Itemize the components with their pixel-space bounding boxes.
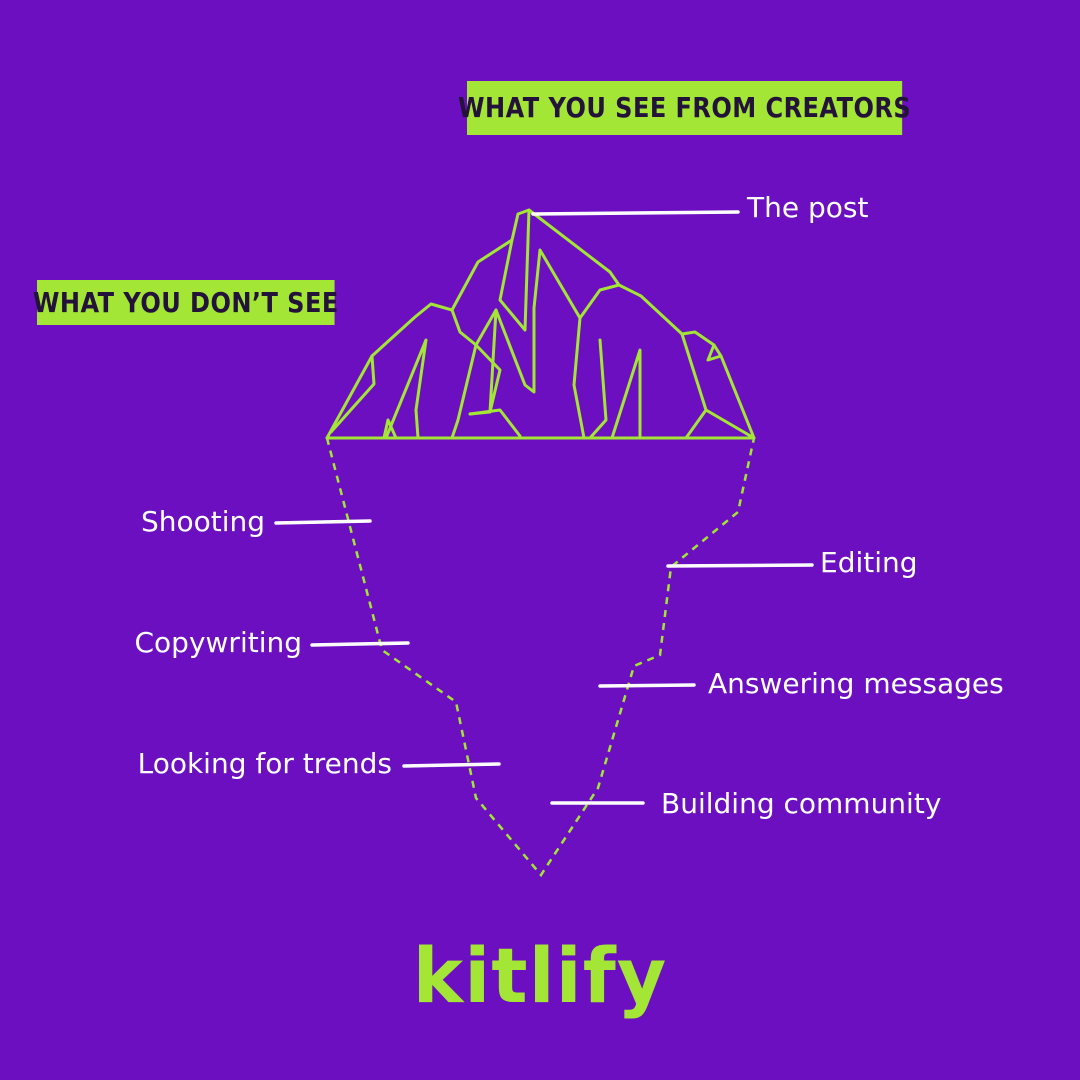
label-messages: Answering messages bbox=[708, 667, 1004, 700]
iceberg-tip-ridge bbox=[450, 308, 478, 440]
iceberg-tip-ridge bbox=[384, 338, 428, 440]
iceberg-tip-ridge bbox=[329, 354, 376, 434]
iceberg-tip-ridge bbox=[706, 343, 723, 362]
iceberg-tip bbox=[325, 208, 756, 440]
label-editing: Editing bbox=[820, 546, 918, 579]
iceberg-tip-ridge bbox=[588, 338, 608, 440]
leader-line-post bbox=[531, 210, 740, 216]
iceberg-tip-ridge bbox=[578, 283, 621, 320]
label-trends: Looking for trends bbox=[137, 747, 392, 780]
brand-logo: kitlify bbox=[412, 931, 668, 1020]
iceberg-tip-ridge bbox=[474, 248, 586, 440]
iceberg-tip-ridge bbox=[468, 408, 522, 438]
leader-line-messages bbox=[598, 683, 696, 688]
label-copywriting: Copywriting bbox=[134, 626, 303, 659]
iceberg-tip-ridge bbox=[382, 418, 398, 440]
iceberg-tip-ridge bbox=[680, 332, 708, 440]
iceberg-tip-ridge bbox=[498, 208, 531, 332]
label-community: Building community bbox=[661, 787, 942, 820]
iceberg-tip-ridge bbox=[610, 348, 642, 440]
iceberg-underwater-outline bbox=[325, 437, 756, 878]
leader-line-trends bbox=[402, 762, 501, 768]
label-shooting: Shooting bbox=[140, 505, 265, 538]
leader-line-copywriting bbox=[310, 641, 410, 647]
visible-heading: WHAT YOU SEE FROM CREATORS bbox=[458, 81, 911, 135]
iceberg-tip-ridge bbox=[474, 343, 502, 414]
hidden-heading: WHAT YOU DON’T SEE bbox=[33, 280, 338, 325]
iceberg-tip-ridge bbox=[704, 408, 756, 440]
leader-line-editing bbox=[666, 563, 814, 568]
leader-lines bbox=[274, 210, 814, 805]
leader-line-shooting bbox=[274, 519, 372, 525]
iceberg-tip-outline bbox=[325, 208, 756, 440]
label-post: The post bbox=[747, 191, 869, 224]
